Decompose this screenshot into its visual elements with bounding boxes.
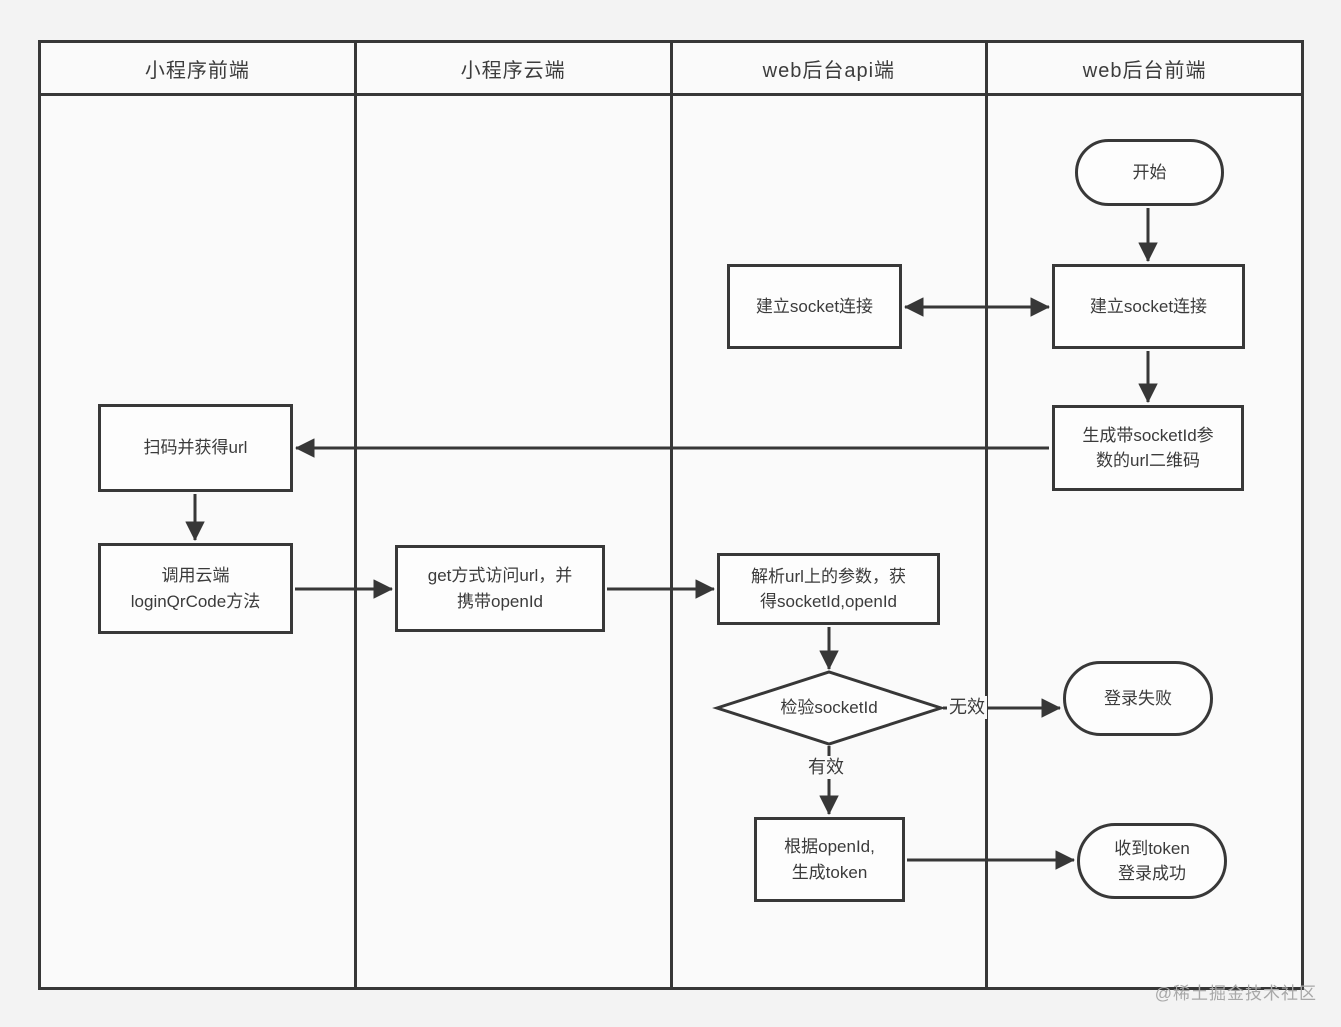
lane-miniprogram-cloud: 小程序云端 [356,43,673,987]
edge-label-invalid: 无效 [947,696,987,720]
node-scan-qrcode: 扫码并获得url [98,404,293,492]
node-login-fail: 登录失败 [1063,661,1213,736]
node-start: 开始 [1075,139,1224,206]
node-parse-url: 解析url上的参数，获 得socketId,openId [717,553,940,625]
lane-web-backend-frontend: web后台前端 [988,43,1301,987]
lane-miniprogram-frontend: 小程序前端 [41,43,357,987]
lane-header-web-backend-api: web后台api端 [672,43,986,96]
node-api-establish-socket: 建立socket连接 [727,264,902,349]
lane-web-backend-api: web后台api端 [672,43,989,987]
node-get-request: get方式访问url，并 携带openId [395,545,605,632]
node-call-cloud-fn: 调用云端 loginQrCode方法 [98,543,293,634]
node-login-success: 收到token 登录成功 [1077,823,1227,899]
lane-header-miniprogram-frontend: 小程序前端 [41,43,354,96]
watermark-text: @稀土掘金技术社区 [1154,984,1317,1003]
node-check-socketid-label: 检验socketId [780,698,878,717]
lane-header-web-backend-frontend: web后台前端 [988,43,1301,96]
node-generate-token: 根据openId, 生成token [754,817,905,902]
node-generate-qrcode: 生成带socketId参 数的url二维码 [1052,405,1244,491]
edge-label-valid: 有效 [806,756,846,780]
lane-header-miniprogram-cloud: 小程序云端 [356,43,670,96]
node-web-establish-socket: 建立socket连接 [1052,264,1245,349]
